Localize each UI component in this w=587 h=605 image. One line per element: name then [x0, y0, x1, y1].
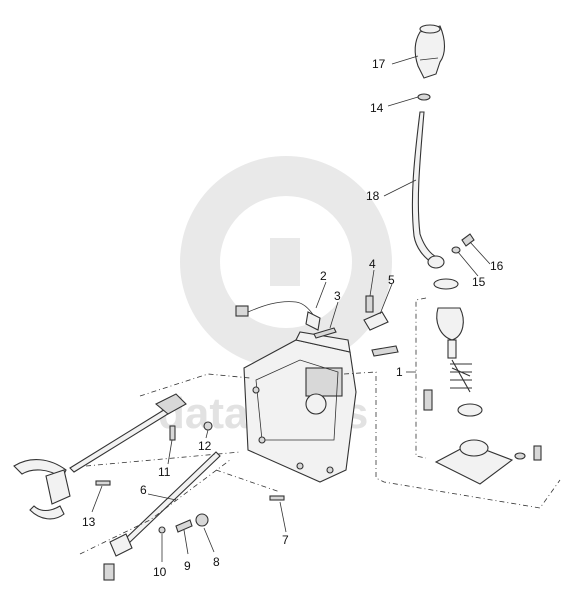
tower-base [434, 443, 514, 485]
callout-6: 6 [140, 483, 147, 497]
bolt-16 [461, 233, 475, 247]
seal-ring [457, 403, 483, 417]
callout-10: 10 [153, 565, 167, 579]
watermark-logo [180, 156, 392, 368]
tower-neck [459, 439, 489, 457]
side-screw [371, 345, 399, 357]
sensor [305, 311, 321, 331]
guide-left-top [139, 373, 251, 397]
guide-right [343, 371, 561, 509]
shift-boot [436, 307, 464, 341]
roll-pin-11 [169, 425, 176, 441]
shift-shaft [447, 339, 457, 359]
ball-10 [158, 526, 166, 534]
gearbox-housing [243, 331, 357, 483]
spring-9 [175, 519, 193, 533]
washer [451, 246, 461, 254]
callout-18: 18 [366, 189, 380, 203]
lever-ball [427, 255, 445, 269]
callout-17: 17 [372, 57, 386, 71]
callout-16: 16 [490, 259, 504, 273]
callout-4: 4 [369, 257, 376, 271]
callout-1: 1 [396, 365, 403, 379]
tower-nut [514, 452, 526, 460]
callout-13: 13 [82, 515, 96, 529]
tower-bolt-right [533, 445, 542, 461]
sensor-wire [247, 301, 315, 317]
sensor-plug [235, 305, 249, 317]
callout-7: 7 [282, 533, 289, 547]
bracket-5 [363, 311, 389, 331]
callout-14: 14 [370, 101, 384, 115]
shift-lever [411, 111, 439, 265]
bracket-1 [415, 297, 427, 459]
shift-fork-assembly [13, 393, 187, 520]
guide-7 [215, 469, 281, 493]
callout-9: 9 [184, 559, 191, 573]
shift-knob [414, 24, 446, 79]
leader-lines [91, 55, 491, 562]
pin-7 [269, 495, 285, 501]
pin-13 [95, 480, 111, 486]
callout-12: 12 [198, 439, 212, 453]
plug-8 [195, 513, 209, 527]
gaiter-ring [433, 278, 459, 290]
guide-rod [79, 459, 231, 555]
guide-left-bottom [85, 451, 241, 467]
o-ring [417, 93, 431, 101]
callout-15: 15 [472, 275, 486, 289]
callout-5: 5 [388, 273, 395, 287]
tower-bolt-left [423, 389, 433, 411]
spring [450, 359, 472, 393]
ball-12 [203, 421, 213, 431]
callout-11: 11 [158, 465, 171, 479]
callout-2: 2 [320, 269, 327, 283]
bolt-4 [365, 295, 374, 313]
callout-8: 8 [213, 555, 220, 569]
callout-3: 3 [334, 289, 341, 303]
pin-3 [313, 327, 337, 339]
